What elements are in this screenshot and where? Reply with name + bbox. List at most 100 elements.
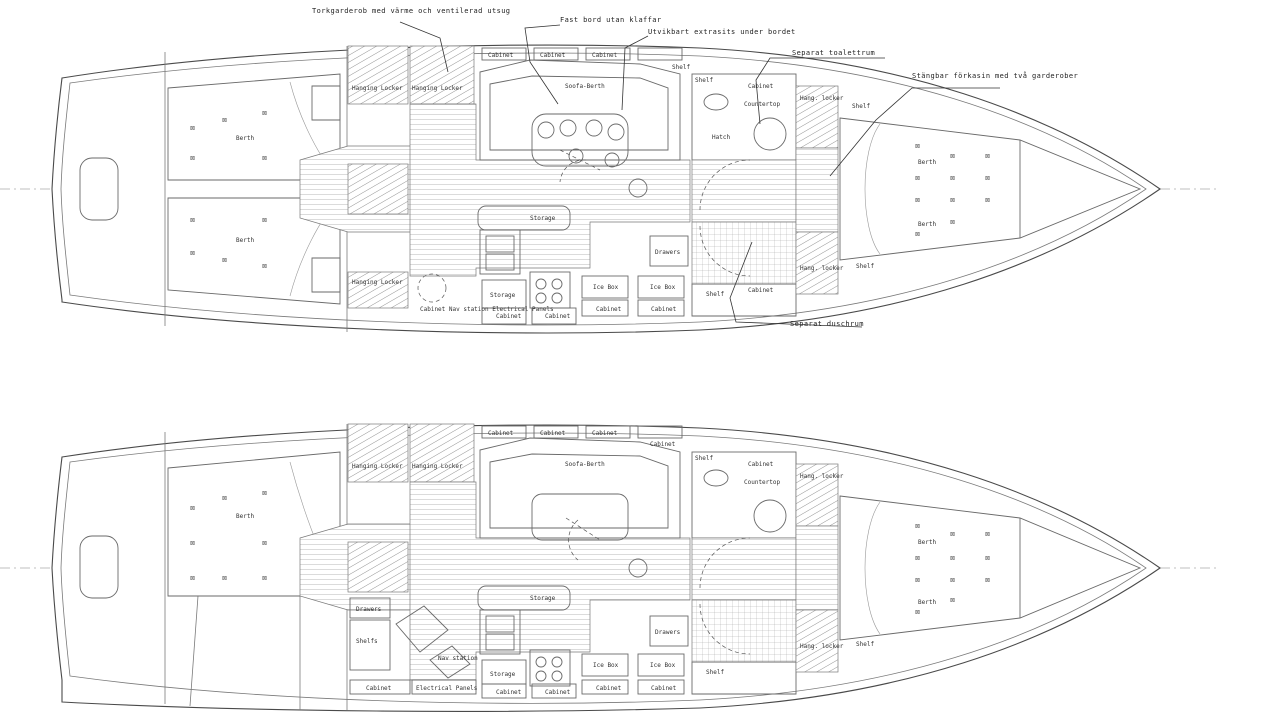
salon-table (531, 493, 629, 541)
svg-text:⊠: ⊠ (190, 505, 195, 512)
mast-step (628, 178, 648, 198)
cabinet-label: Cabinet (650, 441, 676, 448)
svg-text:⊠: ⊠ (950, 175, 955, 182)
cabinet-label: Cabinet (592, 52, 618, 59)
svg-text:⊠: ⊠ (190, 540, 195, 547)
shelfs-label: Shelfs (356, 638, 378, 645)
shelf-label: Shelf (856, 263, 874, 270)
hang-locker-label: Hang. locker (800, 473, 844, 480)
svg-text:⊠: ⊠ (262, 263, 267, 270)
hang-locker-label: Hang. locker (800, 265, 844, 272)
note-fast-bord: Fast bord utan klaffar (560, 16, 662, 24)
mast-step (628, 558, 648, 578)
svg-text:⊠: ⊠ (950, 153, 955, 160)
svg-text:⊠: ⊠ (915, 231, 920, 238)
svg-text:⊠: ⊠ (222, 117, 227, 124)
cabinet-label: Cabinet (488, 52, 514, 59)
upper-plan: ⊠ ⊠ ⊠ ⊠ ⊠ ⊠ ⊠ ⊠ ⊠ ⊠ Berth Berth Hanging Locker… (0, 7, 1220, 334)
svg-text:⊠: ⊠ (915, 609, 920, 616)
nav-station-label: Cabinet Nav station Electrical Panels (420, 306, 554, 313)
berth-label: Berth (918, 599, 936, 606)
locker-label: Hanging Locker (352, 463, 403, 470)
svg-text:⊠: ⊠ (262, 575, 267, 582)
locker-label: Hanging Locker (412, 85, 463, 92)
cabinet-label: Cabinet (488, 430, 514, 437)
svg-text:⊠: ⊠ (915, 523, 920, 530)
cabinet-label: Cabinet (496, 313, 522, 320)
cabinet-label: Cabinet (545, 689, 571, 696)
head-basin (703, 469, 729, 487)
countertop-label: Countertop (744, 101, 781, 108)
svg-text:⊠: ⊠ (915, 175, 920, 182)
svg-text:⊠: ⊠ (985, 577, 990, 584)
note-dusch: Separat duschrum (790, 320, 864, 328)
storage-label: Storage (490, 671, 516, 678)
svg-text:⊠: ⊠ (985, 175, 990, 182)
shelf-label: Shelf (706, 669, 724, 676)
svg-text:⊠: ⊠ (950, 197, 955, 204)
cabinet-label: Cabinet (748, 287, 774, 294)
engine-compartment (347, 541, 409, 593)
svg-text:⊠: ⊠ (915, 143, 920, 150)
cabinet-label: Cabinet (366, 685, 392, 692)
cabinet-label: Cabinet (496, 689, 522, 696)
drawers-label: Drawers (655, 629, 681, 636)
cabinet-label: Cabinet (651, 685, 677, 692)
note-utvikbart: Utvikbart extrasits under bordet (648, 28, 796, 36)
svg-text:⊠: ⊠ (262, 490, 267, 497)
cabinet-label: Cabinet (651, 306, 677, 313)
cabinet-label: Cabinet (540, 430, 566, 437)
berth-label: Berth (918, 159, 936, 166)
svg-text:⊠: ⊠ (222, 495, 227, 502)
svg-text:⊠: ⊠ (262, 540, 267, 547)
drawers-label: Drawers (655, 249, 681, 256)
cabinet-label: Cabinet (545, 313, 571, 320)
svg-text:⊠: ⊠ (985, 197, 990, 204)
svg-text:⊠: ⊠ (190, 125, 195, 132)
berth-label: Berth (918, 539, 936, 546)
sofa-berth-label: Soofa-Berth (565, 83, 605, 90)
berth-label: Berth (236, 237, 254, 244)
svg-text:⊠: ⊠ (262, 155, 267, 162)
shelf-label: Shelf (695, 455, 713, 462)
countertop-label: Countertop (744, 479, 781, 486)
berth-label: Berth (918, 221, 936, 228)
head-basin (703, 93, 729, 111)
svg-text:⊠: ⊠ (190, 155, 195, 162)
ice-box-label: Ice Box (593, 662, 619, 669)
svg-text:⊠: ⊠ (950, 219, 955, 226)
svg-text:⊠: ⊠ (950, 597, 955, 604)
svg-text:⊠: ⊠ (915, 555, 920, 562)
cabinet-label: Cabinet (748, 83, 774, 90)
shelf-label: Shelf (695, 77, 713, 84)
storage-label: Storage (530, 215, 556, 222)
svg-text:⊠: ⊠ (985, 555, 990, 562)
svg-text:⊠: ⊠ (915, 577, 920, 584)
cabinet-label: Cabinet (540, 52, 566, 59)
electrical-panels-label: Electrical Panels (416, 685, 478, 692)
locker-label: Hanging Locker (352, 85, 403, 92)
svg-text:⊠: ⊠ (950, 531, 955, 538)
nav-chair (395, 605, 449, 653)
svg-text:⊠: ⊠ (985, 531, 990, 538)
sofa-berth-label: Soofa-Berth (565, 461, 605, 468)
note-toalett: Separat toalettrum (792, 49, 875, 57)
transom-hatch (79, 535, 119, 599)
svg-text:⊠: ⊠ (190, 217, 195, 224)
hang-locker-label: Hang. locker (800, 95, 844, 102)
svg-text:⊠: ⊠ (190, 250, 195, 257)
svg-text:⊠: ⊠ (222, 257, 227, 264)
toilet (753, 117, 787, 151)
note-torkgarderob: Torkgarderob med värme och ventilerad ut… (312, 7, 510, 15)
drawers-label: Drawers (356, 606, 382, 613)
svg-text:⊠: ⊠ (262, 217, 267, 224)
hatch-label: Hatch (712, 134, 730, 141)
storage-label: Storage (530, 595, 556, 602)
locker-label: Hanging Locker (412, 463, 463, 470)
svg-text:⊠: ⊠ (950, 555, 955, 562)
transom-hatch (79, 157, 119, 221)
svg-text:⊠: ⊠ (985, 153, 990, 160)
berth-label: Berth (236, 513, 254, 520)
